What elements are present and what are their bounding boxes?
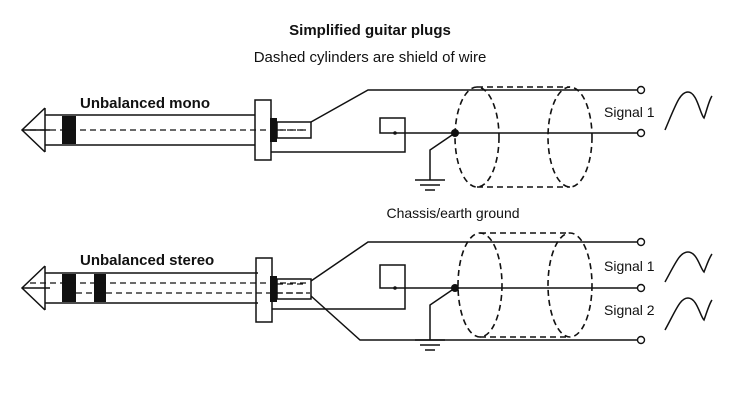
mono-signal1-wave <box>664 91 713 131</box>
stereo-insulator-ring-1 <box>62 274 76 302</box>
stereo-plug-label: Unbalanced stereo <box>80 252 214 269</box>
mono-signal1-terminal <box>636 85 646 95</box>
mono-shield-cylinder <box>454 86 593 188</box>
ground-label: Chassis/earth ground <box>386 205 519 221</box>
mono-insulator-ring <box>62 116 76 144</box>
stereo-signal2-wire <box>310 295 640 341</box>
stereo-signal2-label: Signal 2 <box>604 302 655 318</box>
mono-ground-wire <box>271 117 640 153</box>
mono-ground-symbol <box>415 179 445 191</box>
stereo-signal1-wave <box>664 251 713 283</box>
stereo-plug: Unbalanced stereo <box>20 232 713 351</box>
stereo-signal2-terminal <box>636 335 646 345</box>
diagram-subtitle: Dashed cylinders are shield of wire <box>254 49 487 66</box>
mono-ground-terminal <box>636 128 646 138</box>
mono-signal1-label: Signal 1 <box>604 104 655 120</box>
mono-plug: Unbalanced mono <box>20 85 713 191</box>
diagram-title: Simplified guitar plugs <box>289 22 451 39</box>
stereo-shield-cylinder <box>457 232 593 338</box>
stereo-signal1-label: Signal 1 <box>604 258 655 274</box>
stereo-signal2-wave <box>664 297 713 331</box>
stereo-ground-terminal <box>636 283 646 293</box>
stereo-ground-symbol <box>415 339 445 351</box>
stereo-insulator-ring-2 <box>94 274 106 302</box>
stereo-ground-wire <box>272 264 640 310</box>
mono-signal-wire <box>310 89 640 123</box>
mono-plug-label: Unbalanced mono <box>80 95 210 112</box>
stereo-flange <box>255 257 273 323</box>
stereo-signal1-wire <box>310 241 640 282</box>
stereo-signal1-terminal <box>636 237 646 247</box>
